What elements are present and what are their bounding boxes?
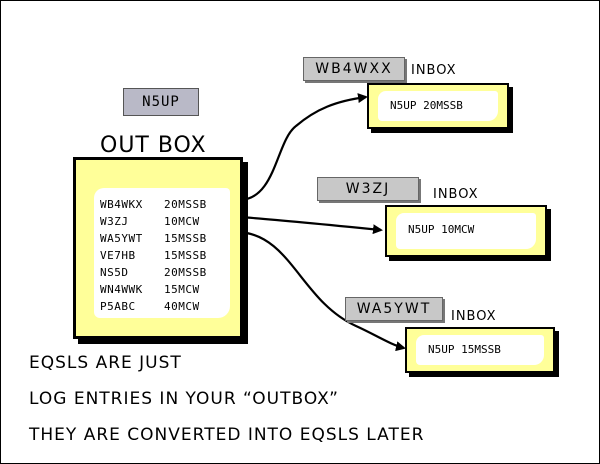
caption-line-3: THEY ARE CONVERTED INTO EQSLS LATER	[29, 425, 425, 445]
outbox-entry: NS5D 20MSSB	[100, 266, 230, 279]
sender-callsign-badge: N5UP	[123, 88, 199, 116]
inbox-label-wb4wxx: INBOX	[411, 63, 457, 78]
inbox-box-wb4wxx: N5UP 20MSSB	[367, 83, 509, 129]
entry-info: 15MSSB	[164, 249, 207, 262]
entry-info: 40MCW	[164, 300, 200, 313]
outbox-entry: P5ABC 40MCW	[100, 300, 230, 313]
outbox-entry: W3ZJ 10MCW	[100, 215, 230, 228]
caption-line-1: EQSLS ARE JUST	[29, 353, 182, 373]
outbox-box: WB4WKX 20MSSB W3ZJ 10MCW WA5YWT 15MSSB VE7H…	[73, 157, 243, 339]
inbox-box-w3zj: N5UP 10MCW	[385, 205, 547, 257]
outbox-entry: WB4WKX 20MSSB	[100, 198, 230, 211]
outbox-entry: WA5YWT 15MSSB	[100, 232, 230, 245]
receiver-callsign-tag-w3zj: W3ZJ	[317, 177, 419, 201]
outbox-title: OUT BOX	[100, 133, 207, 158]
entry-call: W3ZJ	[100, 215, 129, 228]
outbox-entry: WN4WWK 15MCW	[100, 283, 230, 296]
inbox-box-wa5ywt: N5UP 15MSSB	[405, 327, 555, 373]
inbox-entry: N5UP 10MCW	[408, 223, 475, 236]
outbox-entry: VE7HB 15MSSB	[100, 249, 230, 262]
receiver-callsign-tag-wb4wxx: WB4WXX	[303, 57, 405, 81]
entry-call: P5ABC	[100, 300, 136, 313]
arrow-to-wa5ywt	[238, 230, 406, 352]
entry-info: 15MCW	[164, 283, 200, 296]
entry-call: WA5YWT	[100, 232, 143, 245]
entry-call: NS5D	[100, 266, 129, 279]
outbox-paper: WB4WKX 20MSSB W3ZJ 10MCW WA5YWT 15MSSB VE7H…	[94, 188, 230, 318]
arrow-to-wb4wxx	[238, 93, 368, 202]
inbox-paper: N5UP 20MSSB	[378, 91, 498, 121]
inbox-paper: N5UP 10MCW	[396, 213, 536, 249]
entry-call: VE7HB	[100, 249, 136, 262]
inbox-paper: N5UP 15MSSB	[416, 335, 544, 365]
inbox-entry: N5UP 20MSSB	[390, 99, 463, 112]
entry-info: 15MSSB	[164, 232, 207, 245]
inbox-label-w3zj: INBOX	[433, 187, 479, 202]
entry-info: 20MSSB	[164, 266, 207, 279]
entry-call: WB4WKX	[100, 198, 143, 211]
entry-info: 20MSSB	[164, 198, 207, 211]
receiver-callsign-tag-wa5ywt: WA5YWT	[345, 297, 443, 321]
arrow-to-w3zj	[238, 215, 383, 235]
inbox-label-wa5ywt: INBOX	[451, 309, 497, 324]
inbox-entry: N5UP 15MSSB	[428, 343, 501, 356]
entry-call: WN4WWK	[100, 283, 143, 296]
entry-info: 10MCW	[164, 215, 200, 228]
caption-line-2: LOG ENTRIES IN YOUR “OUTBOX”	[29, 389, 339, 409]
